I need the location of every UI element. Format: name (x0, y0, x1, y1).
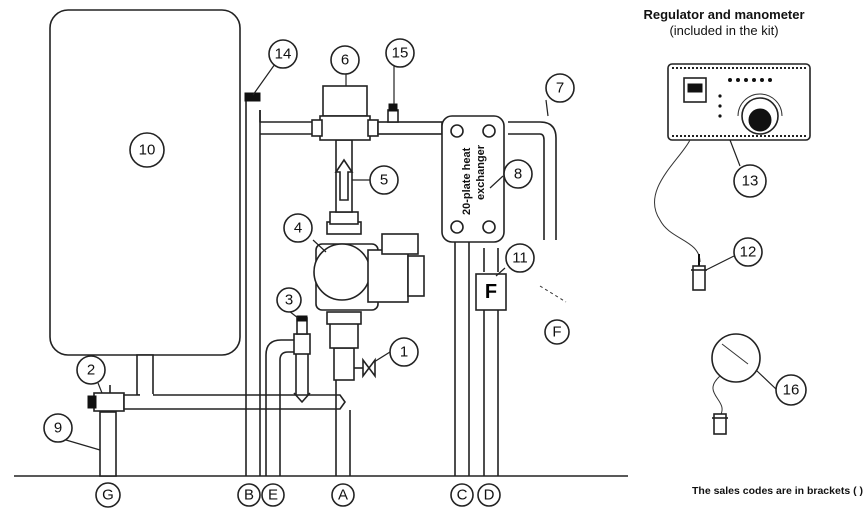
callout-9: 9 (43, 413, 73, 443)
return-pipe (123, 394, 346, 410)
drain-valve (87, 385, 125, 412)
label-a: A (331, 483, 355, 507)
svg-text:6: 6 (341, 52, 349, 69)
svg-text:7: 7 (556, 80, 564, 97)
kit-title-line1: Regulator and manometer (643, 7, 805, 22)
manometer (711, 333, 761, 435)
pipe-g (99, 411, 117, 477)
svg-text:G: G (102, 487, 114, 504)
svg-text:4: 4 (294, 220, 302, 237)
pipe-e (265, 339, 296, 476)
svg-text:14: 14 (275, 46, 292, 63)
regulator (667, 63, 811, 141)
callout-10: 10 (129, 132, 165, 168)
svg-text:13: 13 (742, 173, 759, 190)
label-g: G (95, 482, 121, 508)
temperature-probe (654, 139, 707, 291)
top-pipe-right (377, 103, 443, 135)
svg-text:C: C (457, 487, 468, 504)
callout-16: 16 (775, 374, 807, 406)
flow-pipe (334, 139, 354, 213)
label-d: D (477, 483, 501, 507)
callout-5: 5 (369, 165, 399, 195)
pipe-d (483, 248, 499, 476)
mixing-valve (311, 85, 379, 141)
pipe-c (454, 242, 470, 476)
svg-text:15: 15 (392, 45, 409, 62)
pipe-b (244, 92, 261, 476)
callout-7: 7 (545, 73, 575, 103)
callout-4: 4 (283, 213, 313, 243)
circulation-pump (313, 211, 425, 349)
svg-text:3: 3 (285, 292, 293, 309)
heat-exchanger-label-2: exchanger (475, 144, 487, 200)
svg-text:12: 12 (740, 244, 757, 261)
heat-exchanger-label-1: 20-plate heat (461, 147, 473, 215)
svg-text:A: A (338, 487, 348, 504)
kit-title: Regulator and manometer (included in the… (604, 7, 844, 39)
svg-text:9: 9 (54, 420, 62, 437)
callout-6: 6 (330, 45, 360, 75)
flow-switch-sign: F (475, 273, 507, 311)
svg-text:11: 11 (512, 250, 528, 267)
tank-outlet-stub (136, 354, 154, 396)
label-b: B (237, 483, 261, 507)
leaders (65, 63, 778, 451)
callout-2: 2 (76, 355, 106, 385)
svg-text:1: 1 (400, 344, 408, 361)
kit-title-line2: (included in the kit) (669, 23, 779, 38)
callout-15: 15 (385, 38, 415, 68)
top-pipe-left (259, 110, 312, 135)
pipe-a (335, 380, 351, 476)
callout-1: 1 (389, 337, 419, 367)
label-e: E (261, 483, 285, 507)
label-c: C (450, 483, 474, 507)
svg-text:8: 8 (514, 166, 522, 183)
label-f: F (544, 319, 570, 345)
air-vent (293, 315, 311, 403)
callout-13: 13 (733, 164, 767, 198)
svg-text:D: D (484, 487, 495, 504)
svg-text:2: 2 (87, 362, 95, 379)
sales-codes-note: The sales codes are in brackets ( ) (692, 485, 863, 497)
flow-switch-letter: F (485, 281, 497, 303)
svg-text:10: 10 (139, 142, 156, 159)
pipe-f (508, 121, 567, 303)
storage-tank (49, 9, 241, 356)
ball-valve (333, 347, 376, 381)
callout-11: 11 (505, 243, 535, 273)
svg-text:16: 16 (783, 382, 800, 399)
callout-3: 3 (276, 287, 302, 313)
callout-12: 12 (733, 237, 763, 267)
callout-14: 14 (268, 39, 298, 69)
heat-exchanger: 20-plate heat exchanger (441, 115, 505, 243)
svg-text:F: F (552, 324, 561, 341)
svg-text:E: E (268, 487, 278, 504)
callout-8: 8 (503, 159, 533, 189)
svg-text:B: B (244, 487, 254, 504)
svg-text:5: 5 (380, 172, 388, 189)
